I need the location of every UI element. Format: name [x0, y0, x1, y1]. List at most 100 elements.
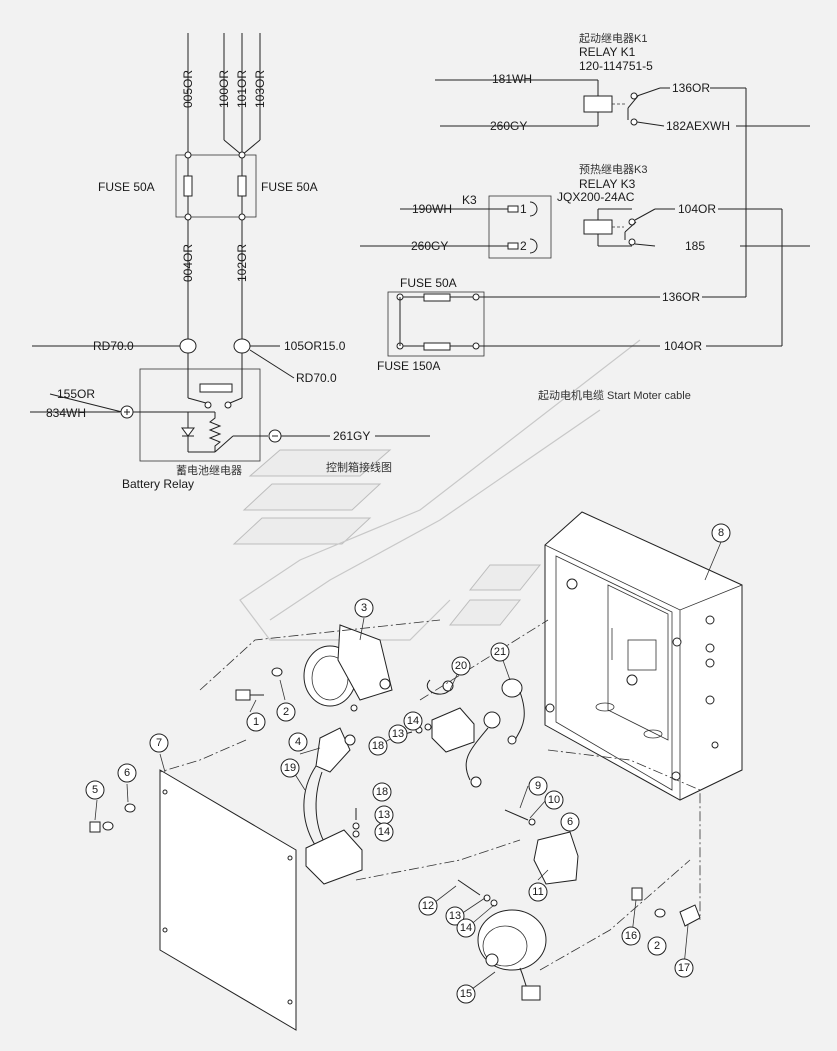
callout-number-18: 18: [372, 740, 384, 752]
relay-k3-title-en: RELAY K3: [579, 177, 636, 191]
wire-label-102or: 102OR: [235, 244, 249, 282]
wire-label-136or-fuse: 136OR: [662, 290, 700, 304]
start-motor-cable-label: 起动电机电缆 Start Moter cable: [538, 388, 691, 402]
callout-number-2: 2: [283, 706, 289, 718]
callout-number-1: 1: [253, 716, 259, 728]
callout-number-7: 7: [156, 737, 162, 749]
part-battery-relay-3: [303, 624, 393, 712]
relay-k3-model: JQX200-24AC: [557, 190, 635, 204]
callout-number-2b: 2: [654, 940, 660, 952]
wire-label-834wh: 834WH: [46, 406, 86, 420]
fuse-block-50a-label: FUSE 50A: [400, 276, 457, 290]
relay-k1-part-number: 120-114751-5: [579, 59, 653, 73]
fuse-block-150a-label: FUSE 150A: [377, 359, 440, 373]
battery-relay-title-cn: 蓄电池继电器: [176, 464, 242, 477]
callout-number-14b: 14: [407, 715, 419, 727]
fuse-right-label: FUSE 50A: [261, 180, 318, 194]
relay-k1-title-cn: 起动继电器K1: [579, 32, 647, 45]
callout-number-12: 12: [422, 900, 434, 912]
wire-label-182aexwh: 182AEXWH: [666, 119, 730, 133]
callout-circle-12: [418, 896, 438, 916]
callout-number-6: 6: [124, 767, 130, 779]
callout-circle-1: [246, 712, 266, 732]
callout-circle-13: [445, 906, 465, 926]
callout-circle-15: [456, 984, 476, 1004]
callout-number-10: 10: [548, 794, 560, 806]
wire-label-260gy-k1: 260GY: [490, 119, 527, 133]
control-box-wiring-label: 控制箱接线图: [326, 460, 392, 474]
wire-label-103or: 103OR: [253, 70, 267, 108]
wire-label-rd70-left: RD70.0: [93, 339, 134, 353]
callout-number-21: 21: [494, 646, 506, 658]
relay-k3-schematic: [360, 195, 810, 346]
wire-label-136or-k1: 136OR: [672, 81, 710, 95]
wire-label-181wh: 181WH: [492, 72, 532, 86]
part-control-box: [544, 511, 743, 801]
callout-circle-19: [280, 758, 300, 778]
wire-label-004or: 004OR: [181, 244, 195, 282]
relay-k3-pin-2: 2: [520, 239, 527, 253]
wire-label-105or15: 105OR15.0: [284, 339, 346, 353]
callout-number-15: 15: [460, 988, 472, 1000]
wire-label-rd70-right: RD70.0: [296, 371, 337, 385]
callout-number-5: 5: [92, 784, 98, 796]
wire-label-104or-k3: 104OR: [678, 202, 716, 216]
callout-circle-5: [85, 780, 105, 800]
callout-circle-8: [711, 523, 731, 543]
background-watermark: [232, 339, 641, 641]
callout-circle-16: [621, 926, 641, 946]
callout-number-6b: 6: [567, 816, 573, 828]
callout-circle-21: [490, 642, 510, 662]
callout-circle-11: [528, 882, 548, 902]
callout-number-14c: 14: [378, 826, 390, 838]
callout-number-13: 13: [449, 910, 461, 922]
part-relay-11-and-15: [477, 809, 579, 1001]
callout-circle-18b: [372, 782, 392, 802]
callout-circle-4: [288, 732, 308, 752]
callout-number-18b: 18: [376, 786, 388, 798]
fuse-block-schematic: [387, 291, 782, 357]
relay-k3-title-cn: 预热继电器K3: [579, 163, 647, 176]
wire-label-005or: 005OR: [181, 70, 195, 108]
callout-circle-20: [451, 656, 471, 676]
callout-circle-13b: [388, 724, 408, 744]
callout-number-19: 19: [284, 762, 296, 774]
callout-number-4: 4: [295, 736, 301, 748]
callout-circle-2: [276, 702, 296, 722]
part-relay-20-21-cable: [427, 678, 525, 788]
callout-circle-2b: [647, 936, 667, 956]
battery-relay-schematic: [30, 338, 430, 462]
wire-label-155or: 155OR: [57, 387, 95, 401]
part-relay-4-and-cable-19: [303, 727, 363, 885]
wire-label-104or-fuse: 104OR: [664, 339, 702, 353]
callout-number-3: 3: [361, 602, 367, 614]
relay-k3-tag: K3: [462, 193, 477, 207]
callout-circle-10: [544, 790, 564, 810]
callout-circle-14: [456, 918, 476, 938]
callout-number-8: 8: [718, 527, 724, 539]
callout-number-16: 16: [625, 930, 637, 942]
callout-number-13c: 13: [378, 809, 390, 821]
callout-circle-3: [354, 598, 374, 618]
part-cover-plate: [159, 769, 297, 1031]
callout-number-17: 17: [678, 962, 690, 974]
wire-label-101or: 101OR: [235, 70, 249, 108]
callout-number-14: 14: [460, 922, 472, 934]
wire-label-260gy-k3: 260GY: [411, 239, 448, 253]
wire-label-190wh: 190WH: [412, 202, 452, 216]
callout-circle-6: [117, 763, 137, 783]
wire-label-100or: 100OR: [217, 70, 231, 108]
wire-label-261gy: 261GY: [333, 429, 370, 443]
callout-circle-14b: [403, 711, 423, 731]
callout-number-20: 20: [455, 660, 467, 672]
callout-circle-17: [674, 958, 694, 978]
callout-number-9: 9: [535, 780, 541, 792]
callout-circle-18: [368, 736, 388, 756]
callout-balloons: 1234567891011121314151617181920216131418…: [85, 523, 731, 1004]
fuse-left-label: FUSE 50A: [98, 180, 155, 194]
callout-number-13b: 13: [392, 728, 404, 740]
fuse-pair-50a: [175, 33, 261, 340]
callout-circle-14c: [374, 822, 394, 842]
